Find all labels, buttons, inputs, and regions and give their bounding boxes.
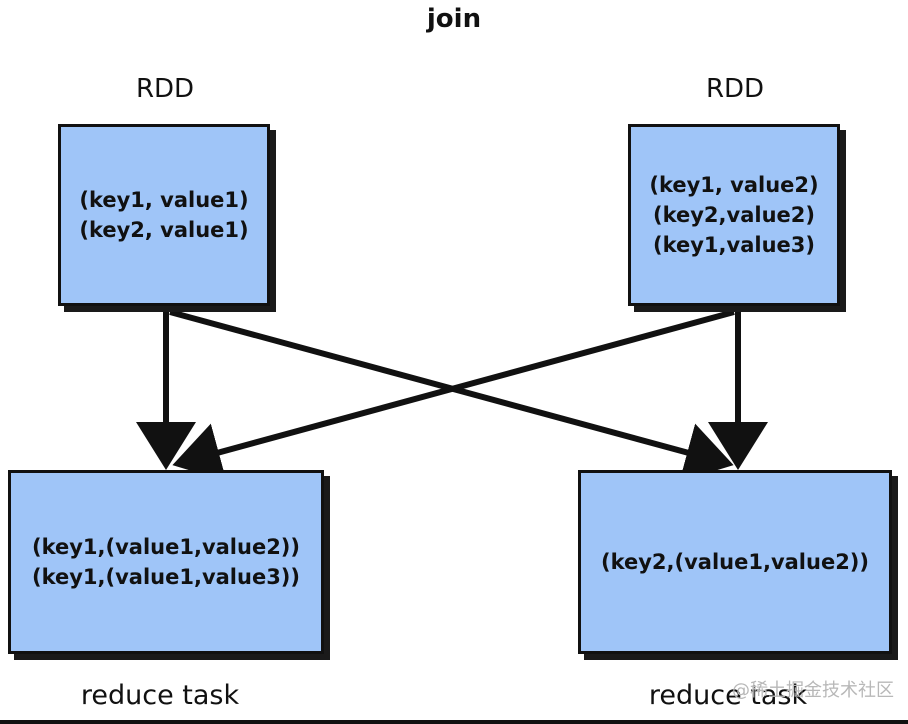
left-rdd-box: (key1, value1) (key2, value1)	[58, 124, 270, 306]
diagram-title: join	[426, 4, 482, 34]
left-rdd-line-1: (key1, value1)	[79, 188, 249, 212]
right-reduce-task-box: (key2,(value1,value2))	[578, 470, 892, 654]
left-task-line-1: (key1,(value1,value2))	[31, 535, 301, 559]
right-rdd-line-3: (key1,value3)	[653, 233, 815, 257]
left-task-line-2: (key1,(value1,value3))	[31, 565, 301, 589]
left-reduce-task-box: (key1,(value1,value2)) (key1,(value1,val…	[8, 470, 324, 654]
arrow-right-to-left	[172, 309, 735, 482]
left-rdd-label: RDD	[135, 74, 195, 104]
right-rdd-label: RDD	[705, 74, 765, 104]
arrow-left-to-right	[169, 309, 734, 482]
right-rdd-line-2: (key2,value2)	[653, 203, 815, 227]
left-rdd-line-2: (key2, value1)	[79, 218, 249, 242]
right-task-line-1: (key2,(value1,value2))	[600, 550, 870, 574]
right-rdd-line-1: (key1, value2)	[649, 173, 819, 197]
bottom-divider	[0, 720, 908, 724]
right-reduce-task-label: reduce task	[648, 680, 808, 711]
left-reduce-task-label: reduce task	[80, 680, 240, 711]
right-rdd-box: (key1, value2) (key2,value2) (key1,value…	[628, 124, 840, 306]
watermark: @稀土掘金技术社区	[732, 680, 894, 701]
